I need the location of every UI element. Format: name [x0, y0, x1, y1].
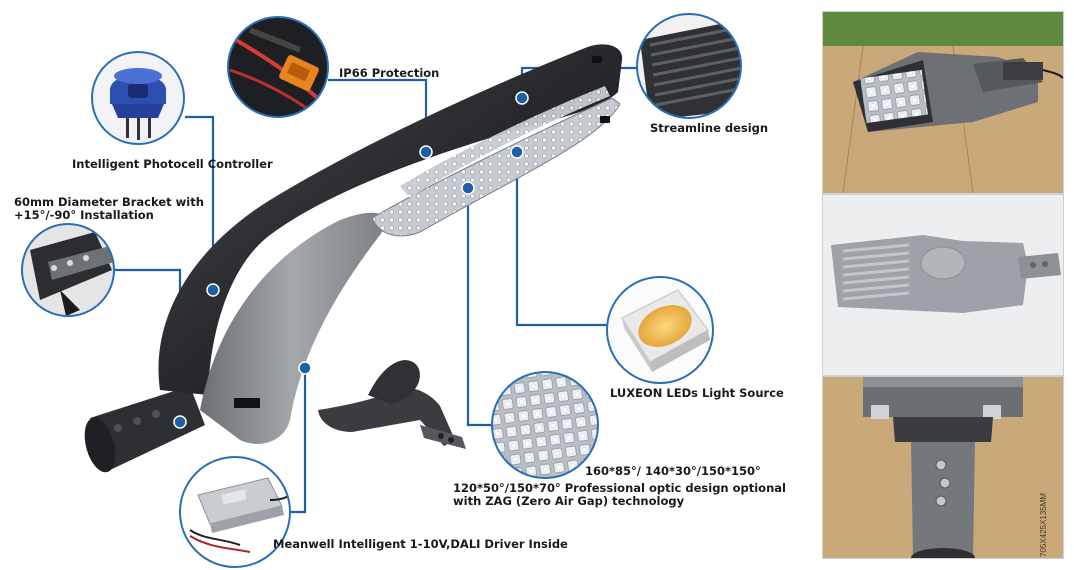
open-bracket-illustration [318, 360, 466, 449]
label-photocell: Intelligent Photocell Controller [72, 157, 273, 171]
label-bracket-line1: 60mm Diameter Bracket with [14, 195, 204, 209]
photo-top-view-image [823, 12, 1063, 193]
luminaire-body [84, 44, 623, 473]
photo-back-view [822, 194, 1064, 376]
photo-top-view [822, 11, 1064, 194]
circle-optic [491, 371, 599, 479]
label-optic-line1: 160*85°/ 140*30°/150*150° [585, 464, 761, 478]
label-optic-line2: 120*50°/150*70° Professional optic desig… [453, 481, 786, 495]
label-bracket-line2: +15°/-90° Installation [14, 208, 154, 222]
label-ip66: IP66 Protection [339, 66, 440, 80]
callout-line-luxeon [515, 152, 607, 327]
circle-photocell [91, 51, 185, 145]
photo-bottom-side-view: 705X425X135MM [822, 376, 1064, 559]
label-driver: Meanwell Intelligent 1-10V,DALI Driver I… [273, 537, 568, 551]
callout-line-optic [466, 188, 493, 427]
circle-luxeon-led [606, 276, 714, 384]
label-optic-line3: with ZAG (Zero Air Gap) technology [453, 494, 685, 508]
photo-bottom-side-view-image: 705X425X135MM [823, 377, 1063, 558]
callout-line-photocell [185, 115, 215, 290]
circle-streamline [636, 13, 742, 119]
photo-back-view-image [823, 195, 1063, 375]
bottom-side-view-dimension-mark: 705X425X135MM [1039, 493, 1048, 557]
callout-line-driver [287, 368, 307, 514]
circle-bracket [21, 223, 115, 317]
circle-ip66 [227, 16, 329, 118]
streetlight-illustration [21, 13, 742, 568]
label-luxeon: LUXEON LEDs Light Source [610, 386, 784, 400]
circle-driver [179, 456, 291, 568]
label-streamline: Streamline design [650, 121, 769, 135]
